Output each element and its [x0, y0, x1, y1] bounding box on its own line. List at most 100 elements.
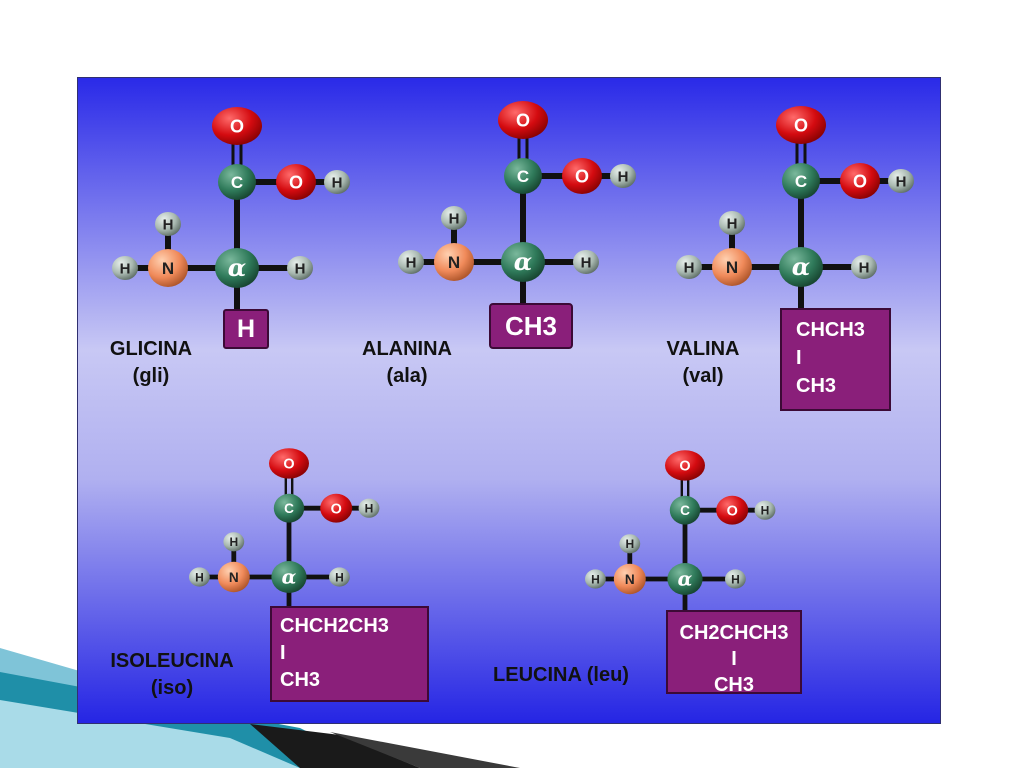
- carbon-atom-symbol: C: [231, 173, 243, 192]
- hydrogen-atom-symbol: H: [229, 535, 238, 549]
- carbon-atom: [782, 163, 820, 199]
- r-group-line: I: [280, 642, 286, 664]
- carbon-atom-symbol: C: [517, 167, 529, 186]
- alpha-carbon-atom: [215, 248, 259, 288]
- hydrogen-atom-symbol: H: [335, 570, 344, 584]
- hydrogen-atom-symbol: H: [618, 168, 629, 185]
- hydrogen-atom-symbol: H: [365, 502, 374, 516]
- hydrogen-atom: [573, 250, 599, 274]
- hydrogen-atom-symbol: H: [120, 260, 131, 277]
- oxygen-atom: [840, 163, 880, 199]
- hydrogen-atom-symbol: H: [859, 259, 870, 276]
- alpha-carbon-atom: [501, 242, 545, 282]
- nitrogen-atom: [148, 249, 188, 287]
- molecule-abbr: (ala): [386, 365, 428, 387]
- hydrogen-atom: [719, 211, 745, 235]
- hydrogen-atom-symbol: H: [406, 254, 417, 271]
- oxygen-atom: [498, 101, 548, 139]
- alpha-carbon-atom: [779, 247, 823, 287]
- carbon-atom-symbol: C: [680, 503, 690, 518]
- oxygen-atom: [716, 495, 749, 525]
- hydrogen-atom-symbol: H: [591, 572, 600, 586]
- hydrogen-atom-symbol: H: [332, 174, 343, 191]
- carbon-atom: [504, 158, 542, 194]
- hydrogen-atom-symbol: H: [295, 260, 306, 277]
- hydrogen-atom: [155, 212, 181, 236]
- molecule-name: ALANINA: [362, 338, 452, 360]
- r-group-valina: CHCH3 I CH3: [780, 308, 891, 411]
- nitrogen-atom-symbol: N: [625, 572, 635, 587]
- r-group-line: CH3: [504, 311, 557, 341]
- hydrogen-atom-symbol: H: [727, 215, 738, 232]
- carbon-atom-symbol: C: [284, 501, 294, 516]
- hydrogen-atom-symbol: H: [761, 504, 770, 518]
- molecule-abbr: (gli): [132, 365, 170, 387]
- carbon-atom-symbol: C: [795, 172, 807, 191]
- label-glicina: GLICINA (gli): [96, 336, 206, 390]
- r-group-line: CH3: [713, 674, 754, 696]
- r-group-line: CH3: [796, 375, 837, 397]
- molecule-abbr: (iso): [150, 677, 194, 699]
- hydrogen-atom: [441, 206, 467, 230]
- molecule-name: VALINA: [666, 338, 740, 360]
- hydrogen-atom-symbol: H: [684, 259, 695, 276]
- alpha-symbol: α: [514, 247, 532, 276]
- oxygen-atom-symbol: O: [679, 459, 690, 475]
- carbon-atom: [218, 164, 256, 200]
- r-group-line: CHCH3: [796, 319, 865, 341]
- r-group-line: I: [731, 648, 737, 670]
- hydrogen-atom: [585, 569, 606, 589]
- r-group-line: CH3: [280, 669, 321, 691]
- oxygen-atom-symbol: O: [283, 457, 294, 473]
- alpha-carbon-atom: [271, 561, 307, 593]
- hydrogen-atom-symbol: H: [163, 216, 174, 233]
- nitrogen-atom-symbol: N: [448, 253, 460, 272]
- r-group-alanina: CH3: [489, 303, 573, 349]
- hydrogen-atom-symbol: H: [449, 210, 460, 227]
- oxygen-atom-symbol: O: [794, 115, 808, 135]
- nitrogen-atom: [217, 561, 250, 593]
- r-group-line: CH2CHCH3: [679, 622, 789, 644]
- nitrogen-atom-symbol: N: [229, 570, 239, 585]
- hydrogen-atom-symbol: H: [195, 570, 204, 584]
- hydrogen-atom: [676, 255, 702, 279]
- hydrogen-atom: [223, 532, 245, 552]
- alpha-symbol: α: [678, 567, 693, 590]
- hydrogen-atom: [287, 256, 313, 280]
- molecule-name: LEUCINA (leu): [493, 664, 629, 686]
- r-group-glicina: H: [223, 309, 269, 349]
- r-group-line: H: [236, 315, 256, 343]
- hydrogen-atom: [851, 255, 877, 279]
- oxygen-atom-symbol: O: [575, 166, 589, 186]
- hydrogen-atom: [610, 164, 636, 188]
- label-isoleucina: ISOLEUCINA (iso): [92, 648, 252, 702]
- hydrogen-atom: [754, 500, 776, 520]
- oxygen-atom: [276, 164, 316, 200]
- nitrogen-atom: [434, 243, 474, 281]
- alpha-symbol: α: [792, 252, 810, 281]
- nitrogen-atom: [712, 248, 752, 286]
- molecule-abbr: (val): [682, 365, 724, 387]
- hydrogen-atom: [725, 569, 746, 589]
- oxygen-atom-symbol: O: [853, 171, 867, 191]
- oxygen-atom: [562, 158, 602, 194]
- oxygen-atom-symbol: O: [727, 503, 738, 519]
- alpha-symbol: α: [228, 253, 246, 282]
- oxygen-atom-symbol: O: [516, 110, 530, 130]
- molecule-name: GLICINA: [109, 338, 193, 360]
- hydrogen-atom: [112, 256, 138, 280]
- alpha-carbon-atom: [667, 563, 703, 595]
- nitrogen-atom-symbol: N: [162, 259, 174, 278]
- carbon-atom: [273, 493, 305, 523]
- r-group-line: I: [796, 347, 802, 369]
- nitrogen-atom-symbol: N: [726, 258, 738, 277]
- hydrogen-atom: [189, 567, 210, 587]
- hydrogen-atom: [398, 250, 424, 274]
- r-group-isoleucina: CHCH2CH3 I CH3: [270, 606, 429, 702]
- hydrogen-atom: [619, 534, 641, 554]
- carbon-atom: [669, 495, 701, 525]
